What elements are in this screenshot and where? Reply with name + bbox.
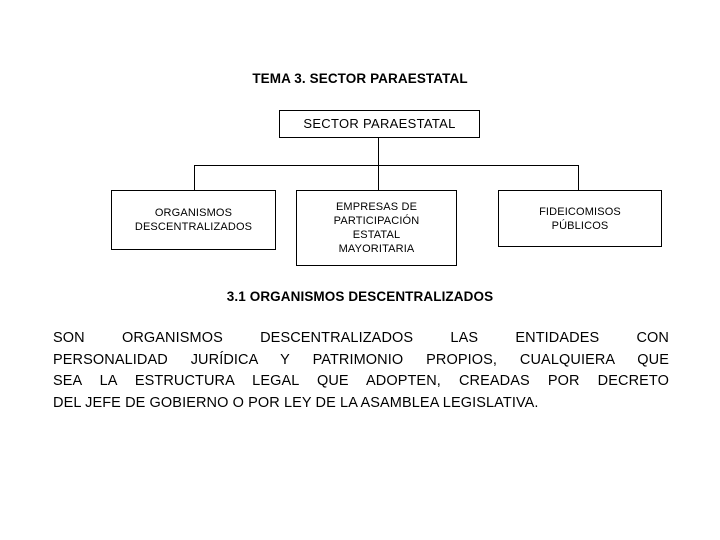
node-line-3: ESTATAL (352, 229, 401, 241)
diagram-node-label: SECTOR PARAESTATAL (303, 116, 456, 131)
paragraph-line: PERSONALIDAD JURÍDICA Y PATRIMONIO PROPI… (53, 351, 669, 368)
paragraph-line: SEA LA ESTRUCTURA LEGAL QUE ADOPTEN, CRE… (53, 373, 669, 389)
diagram-node-label: EMPRESAS DE PARTICIPACIÓN ESTATAL MAYORITAR… (331, 200, 423, 256)
diagram-node-empresas-participacion-estatal-mayoritaria[interactable]: EMPRESAS DE PARTICIPACIÓN ESTATAL MAYORITAR… (296, 190, 457, 266)
diagram-node-organismos-descentralizados[interactable]: ORGANISMOS DESCENTRALIZADOS (111, 190, 276, 250)
node-line-2: PARTICIPACIÓN (333, 215, 420, 227)
node-line-2: PÚBLICOS (551, 219, 609, 232)
node-line-4: MAYORITARIA (338, 243, 415, 255)
connector-horizontal-bus (194, 165, 579, 166)
diagram-node-sector-paraestatal[interactable]: SECTOR PARAESTATAL (279, 110, 480, 138)
connector-drop-organismos (194, 165, 195, 191)
connector-root-stem (378, 138, 379, 166)
org-chart-diagram: SECTOR PARAESTATAL ORGANISMOS DESCENTRALI… (111, 110, 662, 266)
node-line-1: EMPRESAS DE (335, 201, 418, 213)
diagram-node-label: ORGANISMOS DESCENTRALIZADOS (132, 206, 255, 234)
section-heading: 3.1 ORGANISMOS DESCENTRALIZADOS (226, 289, 494, 304)
paragraph-line: SON ORGANISMOS DESCENTRALIZADOS LAS ENTI… (53, 330, 669, 346)
connector-drop-empresas (378, 165, 379, 191)
paragraph-line: DEL JEFE DE GOBIERNO O POR LEY DE LA ASA… (53, 394, 539, 411)
connector-drop-fideicomisos (578, 165, 579, 191)
node-line-2: DESCENTRALIZADOS (134, 221, 253, 233)
node-line-1: ORGANISMOS (154, 207, 233, 219)
node-line-1: FIDEICOMISOS (539, 205, 621, 218)
page-title: TEMA 3. SECTOR PARAESTATAL (252, 71, 468, 86)
section-paragraph: SON ORGANISMOS DESCENTRALIZADOS LAS ENTI… (53, 328, 669, 414)
